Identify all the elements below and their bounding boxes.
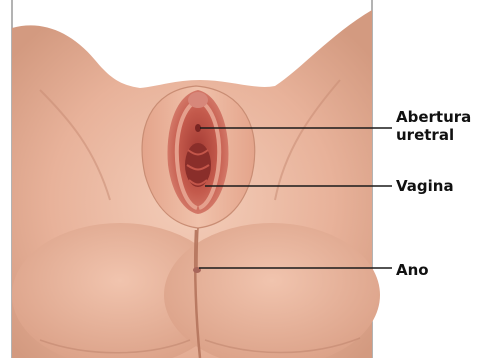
label-urethral-opening: Abertura uretral bbox=[396, 108, 471, 144]
clitoral-hood bbox=[188, 92, 208, 108]
label-vagina: Vagina bbox=[396, 177, 454, 195]
label-urethral-opening-line2: uretral bbox=[396, 126, 471, 144]
label-urethral-opening-line1: Abertura bbox=[396, 108, 471, 126]
label-anus: Ano bbox=[396, 261, 429, 279]
